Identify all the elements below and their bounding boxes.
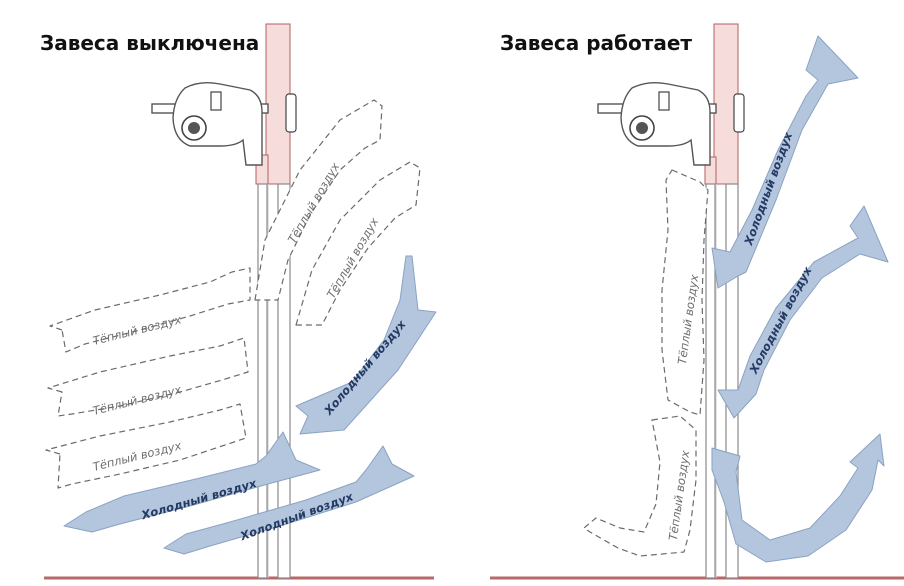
right-panel: Завеса работает Тёплый воздух Тёплый воз… — [490, 23, 904, 580]
right-cold-arrow-2 — [717, 205, 889, 419]
left-warm-arrow-5 — [45, 403, 247, 489]
left-cold-arrow-2 — [63, 431, 321, 533]
right-warm-arrow-1 — [661, 169, 709, 416]
left-panel-title: Завеса выключена — [40, 31, 259, 55]
left-unit-fan-hub — [188, 122, 200, 134]
left-warm-arrow-1 — [254, 99, 383, 301]
right-panel-title: Завеса работает — [500, 31, 692, 55]
right-door-frame-inner — [705, 183, 716, 579]
right-cold-label-1: Холодный воздух — [741, 130, 795, 248]
left-unit-motor — [210, 91, 222, 111]
left-unit-body — [172, 81, 263, 166]
right-unit-body — [620, 81, 711, 166]
right-cold-arrow-1 — [711, 35, 859, 289]
right-unit-clamp — [733, 93, 745, 133]
right-unit-motor — [658, 91, 670, 111]
right-air-curtain-icon — [597, 81, 745, 166]
right-unit-fan-hub — [636, 122, 648, 134]
left-cold-arrow-3 — [163, 445, 415, 555]
right-cold-label-2: Холодный воздух — [746, 264, 815, 377]
left-warm-arrow-4 — [47, 337, 249, 417]
left-warm-arrow-2 — [295, 161, 421, 326]
left-door-frame-inner — [257, 183, 268, 579]
left-air-curtain-icon — [151, 81, 297, 166]
left-warm-arrow-3 — [49, 267, 251, 353]
left-unit-clamp — [285, 93, 297, 133]
left-cold-arrow-1 — [295, 255, 437, 435]
right-cold-arrow-3 — [711, 433, 885, 563]
right-warm-arrow-2 — [583, 415, 697, 557]
left-panel: Завеса выключена Тёплый воздух Тёплый во — [40, 23, 437, 580]
